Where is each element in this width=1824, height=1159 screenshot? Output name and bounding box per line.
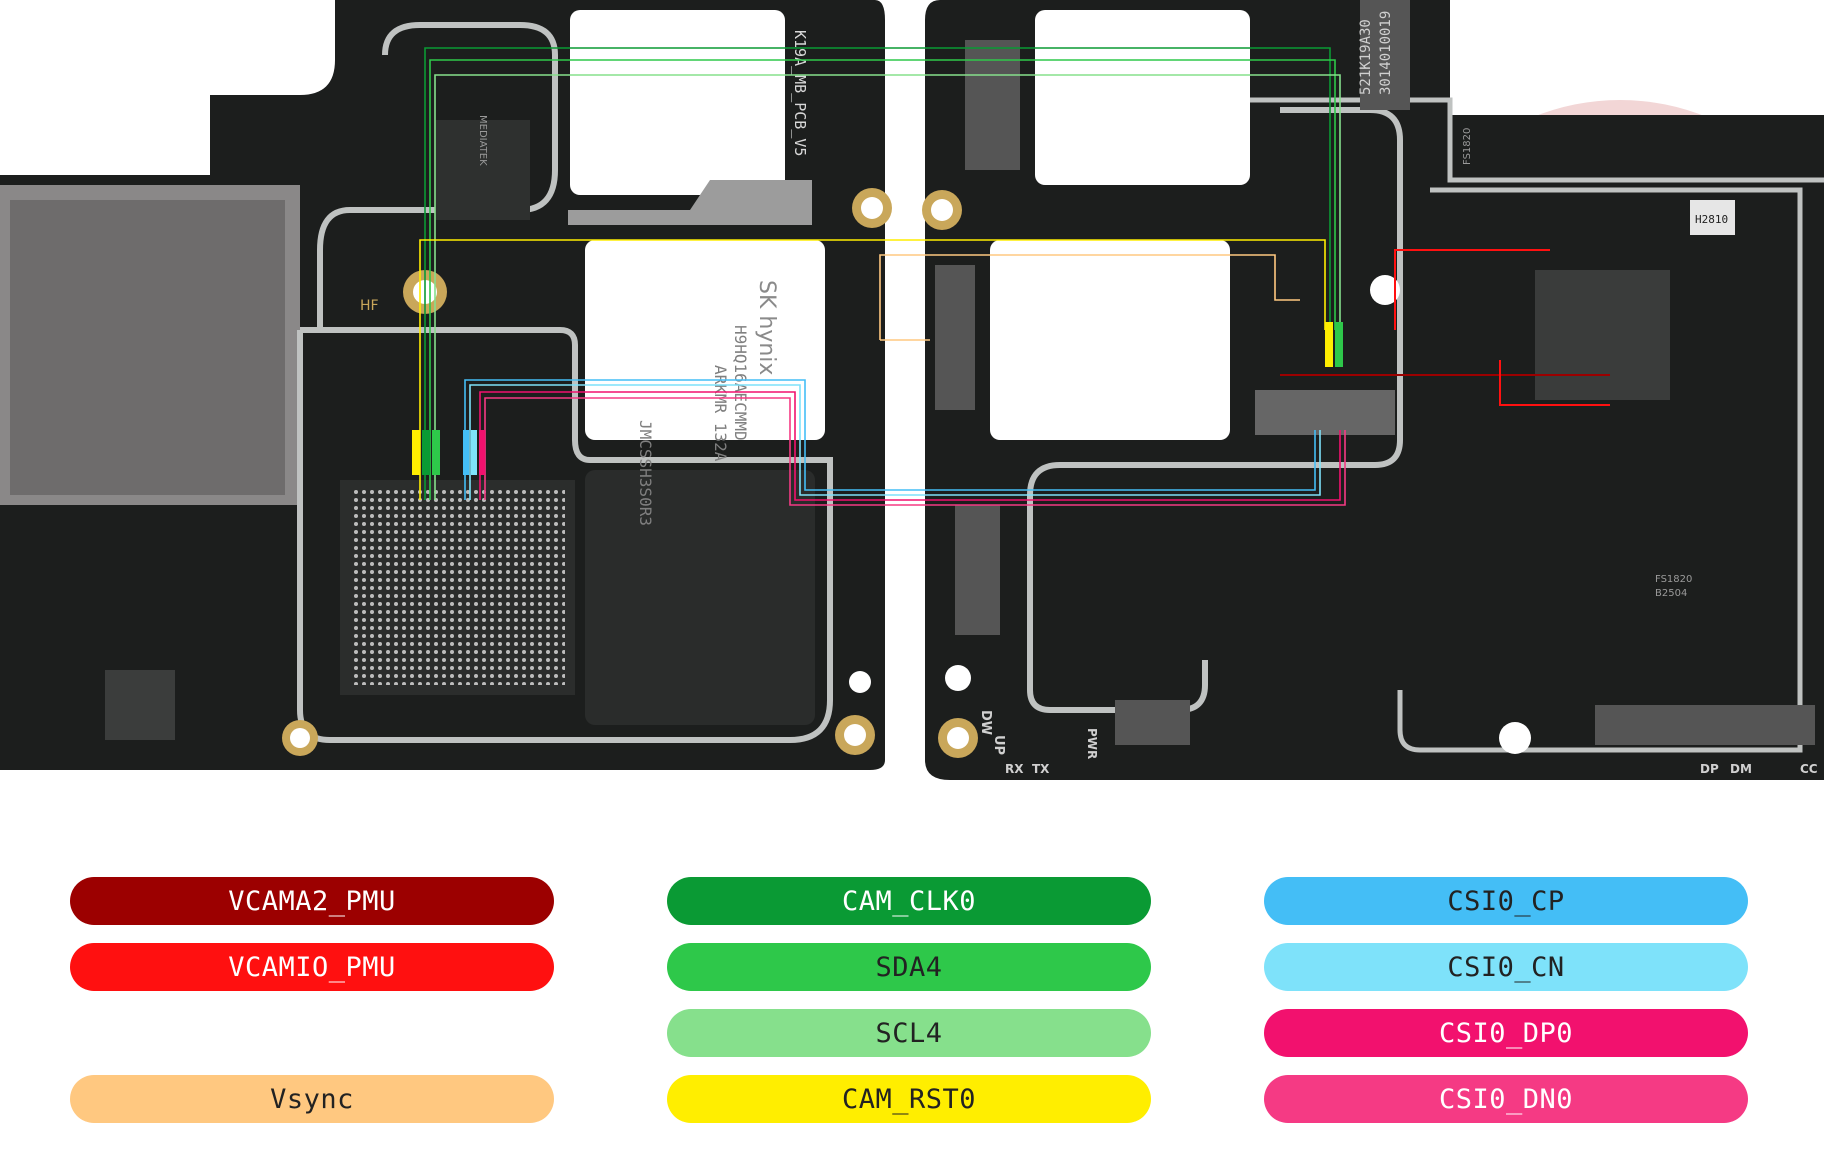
pcb-diagram: K19A_MB_PCB_V5 HF SK hynix H9HQ16AECMMD … — [0, 0, 1824, 780]
chip-code1: H9HQ16AECMMD — [731, 325, 750, 441]
legend-scl4: SCL4 — [667, 1009, 1151, 1057]
legend-csi0-cp: CSI0_CP — [1264, 877, 1748, 925]
mediatek-ic — [435, 120, 530, 220]
right-window-top — [1035, 10, 1250, 185]
left-board: K19A_MB_PCB_V5 HF SK hynix H9HQ16AECMMD … — [0, 0, 892, 770]
left-window-mid — [585, 240, 825, 440]
ic-fs1820-top: FS1820 — [1462, 128, 1473, 165]
trace-csi0-cp — [464, 379, 1316, 500]
legend-cam-clk0: CAM_CLK0 — [667, 877, 1151, 925]
shield-bracket — [568, 180, 812, 225]
trace-markers — [412, 322, 1343, 475]
ic-fs1820-bottom-code: B2504 — [1655, 588, 1687, 599]
legend-cam-rst0: CAM_RST0 — [667, 1075, 1151, 1123]
pad-pwr: PWR — [1085, 728, 1099, 759]
legend-csi0-dn0: CSI0_DN0 — [1264, 1075, 1748, 1123]
trace-vcamio-pmu — [1394, 249, 1550, 330]
chip-brand: SK hynix — [754, 280, 779, 375]
legend-sda4: SDA4 — [667, 943, 1151, 991]
pad-up: UP — [991, 735, 1006, 755]
memory-chip — [585, 470, 815, 725]
trace-csi0-cn — [469, 384, 1321, 500]
ic-fs1820-bottom: FS1820 — [1655, 574, 1692, 585]
legend-csi0-cn: CSI0_CN — [1264, 943, 1748, 991]
trace-csi0-dn0 — [484, 397, 1346, 506]
pad-rx: RX — [1005, 762, 1024, 776]
right-board: 521K19A30 3014010019 FS1820 FS1820 B2504… — [922, 0, 1824, 780]
legend-vcamio-pmu: VCAMIO_PMU — [70, 943, 554, 991]
pad-dw: DW — [978, 710, 993, 735]
trace-vsync — [879, 254, 1300, 340]
pcb-id-label: K19A_MB_PCB_V5 — [791, 30, 809, 156]
trace-cam-clk0 — [424, 47, 1331, 500]
trace-sda4 — [429, 59, 1336, 500]
chip-code3: JMCSSH3S0R3 — [636, 420, 655, 526]
pcb-id-right2: 3014010019 — [1378, 11, 1394, 95]
legend-csi0-dp0: CSI0_DP0 — [1264, 1009, 1748, 1057]
chip-code2: ARKMR 132A — [711, 365, 730, 462]
legend-vcama2-pmu: VCAMA2_PMU — [70, 877, 554, 925]
pad-tx: TX — [1032, 762, 1050, 776]
legend-vsync: Vsync — [70, 1075, 554, 1123]
trace-csi0-dp0 — [479, 391, 1341, 501]
signal-traces — [419, 47, 1610, 506]
pad-cc: CC — [1800, 762, 1818, 776]
mediatek-label: MEDIATEK — [477, 115, 488, 166]
left-window-top — [570, 10, 785, 195]
hf-mark: HF — [360, 298, 379, 314]
ic-h2810: H2810 — [1695, 213, 1728, 226]
pcb-id-right: 521K19A30 — [1358, 19, 1374, 95]
trace-cam-rst0 — [419, 239, 1326, 500]
trace-scl4 — [434, 74, 1341, 500]
pad-dm: DM — [1730, 762, 1752, 776]
pad-dp: DP — [1700, 762, 1719, 776]
right-window-mid — [990, 240, 1230, 440]
